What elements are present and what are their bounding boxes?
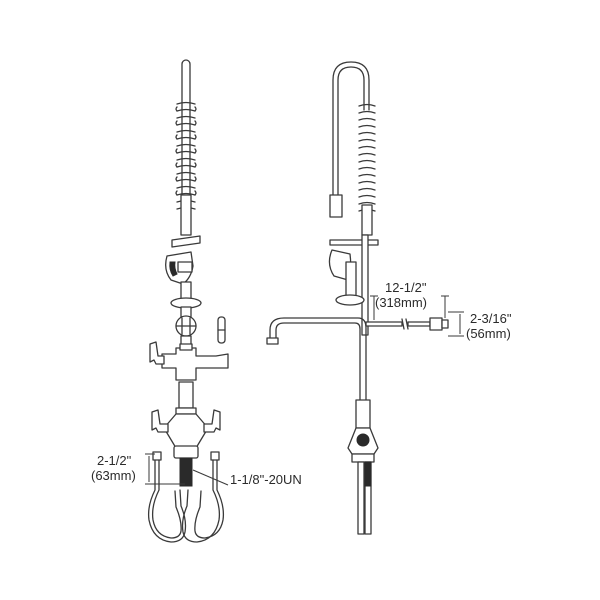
spray-valve bbox=[165, 235, 201, 301]
spout-reach-imperial-label: 12-1/2" bbox=[385, 280, 427, 295]
bracket-bar bbox=[329, 239, 379, 246]
supply-spacing-imperial-label: 2-1/2" bbox=[97, 453, 132, 468]
handle-lower-left bbox=[151, 409, 169, 433]
handle-upper-left bbox=[149, 341, 165, 365]
shank-side bbox=[357, 461, 365, 535]
spout-reach-metric-label: (318mm) bbox=[375, 295, 428, 310]
supply-hoses bbox=[147, 451, 225, 543]
column bbox=[178, 381, 194, 409]
side-view bbox=[266, 61, 464, 535]
supply-spacing-metric-label: (63mm) bbox=[91, 468, 136, 483]
dimension-spout-reach bbox=[370, 295, 449, 320]
riser-tube bbox=[181, 59, 191, 211]
spring-coil bbox=[175, 101, 197, 210]
spray-head-side bbox=[329, 194, 343, 218]
splash-disc-side bbox=[335, 294, 365, 306]
thread-spec-label: 1-1/8"-20UN bbox=[230, 472, 302, 487]
lower-body-side bbox=[355, 399, 371, 429]
threaded-shank bbox=[179, 457, 193, 487]
spout bbox=[269, 317, 367, 401]
upper-body bbox=[161, 347, 229, 381]
spring-coil-side bbox=[358, 103, 376, 212]
leader-thread-spec bbox=[192, 469, 229, 486]
wall-bracket-metric-label: (56mm) bbox=[466, 326, 511, 341]
lower-body bbox=[163, 413, 209, 449]
front-view bbox=[145, 59, 229, 543]
wall-bracket-arm bbox=[365, 317, 449, 331]
lower-riser bbox=[180, 194, 192, 236]
wall-bracket-imperial-label: 2-3/16" bbox=[470, 311, 512, 326]
handle-lower-right bbox=[203, 409, 221, 433]
gooseneck bbox=[332, 61, 370, 201]
dimension-wall-bracket bbox=[448, 311, 464, 337]
dimension-supply-spacing bbox=[145, 453, 185, 485]
